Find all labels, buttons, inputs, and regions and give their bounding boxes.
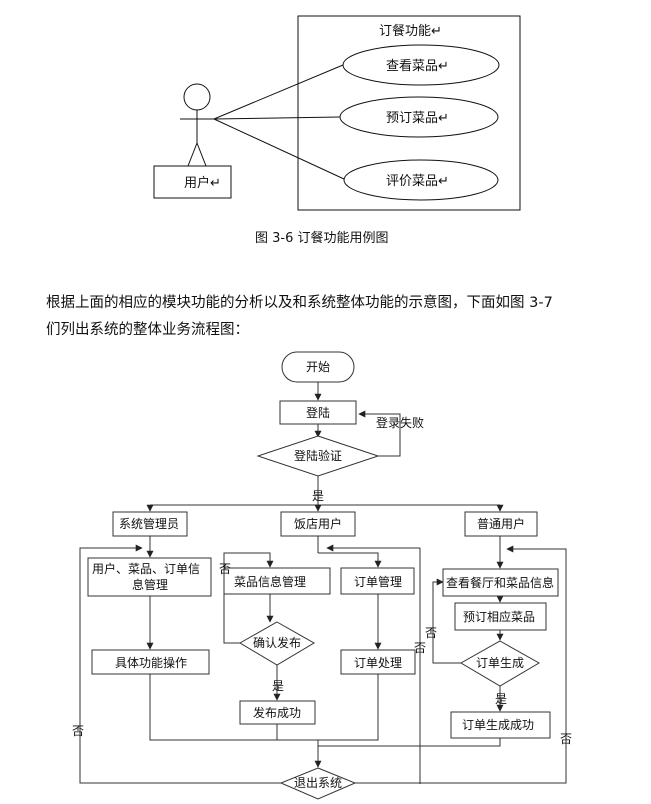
node-restaurant-user-label: 饭店用户	[294, 516, 342, 531]
usecase-ellipse-2	[339, 96, 499, 138]
paragraph-line-1: 根据上面的相应的模块功能的分析以及和系统整体功能的示意图，下面如图 3-7	[46, 295, 553, 311]
node-order-manage-label: 订单管理	[354, 574, 402, 589]
node-admin-manage-line2: 息管理	[132, 577, 168, 592]
label-login-fail: 登录失败	[376, 415, 424, 430]
node-admin-label: 系统管理员	[119, 516, 179, 531]
system-title: 订餐功能↵	[379, 23, 442, 39]
node-admin-manage	[87, 557, 212, 597]
node-publish-success-label: 发布成功	[253, 705, 301, 720]
node-confirm-publish	[239, 621, 315, 666]
node-login	[279, 400, 357, 425]
node-order-success-label: 订单生成成功	[462, 718, 534, 732]
node-order-manage	[340, 567, 415, 595]
node-admin-manage-line1: 用户、菜品、订单信	[92, 561, 200, 576]
label-no-right: 否	[560, 732, 572, 746]
node-confirm-publish-label: 确认发布	[253, 635, 301, 650]
label-yes-publish: 是	[272, 679, 284, 693]
node-view-restaurant	[442, 568, 559, 597]
node-reserve-dish-label: 预订相应菜品	[463, 609, 535, 624]
usecase-label-1: 查看菜品↵	[386, 58, 449, 74]
node-restaurant-user	[280, 511, 356, 537]
association-2	[213, 116, 341, 120]
label-yes-main: 是	[312, 489, 324, 503]
node-normal-user	[464, 511, 538, 537]
node-publish-success	[239, 700, 316, 725]
node-order-process-label: 订单处理	[354, 656, 402, 670]
node-start	[281, 351, 355, 383]
label-no-order-b: 否	[414, 641, 426, 655]
usecase-label-2: 预订菜品↵	[386, 111, 449, 126]
usecase-ellipse-3	[343, 159, 499, 201]
association-1	[213, 64, 344, 120]
actor-label: 用户↵	[184, 175, 221, 191]
node-order-generate-label: 订单生成	[476, 656, 524, 670]
usecase-label-3: 评价菜品↵	[386, 174, 449, 189]
usecase-diagram: 订餐功能↵ 用户↵ 查看菜品↵ 预订菜品↵ 评价菜品↵ 图 3-6 订餐功能用例…	[153, 15, 521, 246]
label-no-left: 否	[72, 724, 84, 738]
paragraph-line-2: 们列出系统的整体业务流程图：	[46, 322, 249, 338]
node-order-success	[450, 711, 551, 739]
node-login-verify	[256, 435, 380, 477]
node-start-label: 开始	[306, 360, 330, 374]
node-view-restaurant-label: 查看餐厅和菜品信息	[446, 575, 554, 590]
node-dish-manage	[223, 567, 331, 595]
actor-leg-left	[187, 142, 198, 167]
system-boundary	[297, 15, 521, 211]
label-no-publish: 否	[219, 562, 231, 576]
actor-leg-right	[196, 142, 207, 167]
label-no-order-a: 否	[425, 626, 437, 640]
node-login-label: 登陆	[306, 405, 330, 420]
node-dish-manage-label: 菜品信息管理	[234, 574, 306, 589]
node-admin	[112, 511, 188, 537]
node-order-process	[340, 649, 416, 675]
association-3	[213, 118, 345, 180]
label-yes-order: 是	[495, 692, 507, 706]
node-admin-operate-label: 具体功能操作	[115, 655, 187, 670]
usecase-ellipse-1	[342, 44, 500, 86]
node-exit-label: 退出系统	[294, 776, 342, 790]
figure-caption: 图 3-6 订餐功能用例图	[255, 230, 389, 246]
node-login-verify-label: 登陆验证	[294, 448, 342, 463]
node-exit	[279, 767, 357, 800]
actor-label-box	[153, 165, 232, 199]
body-paragraph: 根据上面的相应的模块功能的分析以及和系统整体功能的示意图，下面如图 3-7 们列…	[46, 290, 626, 344]
node-normal-user-label: 普通用户	[477, 516, 525, 531]
node-order-generate	[459, 640, 541, 687]
node-admin-operate	[91, 649, 210, 675]
node-reserve-dish	[454, 602, 547, 631]
